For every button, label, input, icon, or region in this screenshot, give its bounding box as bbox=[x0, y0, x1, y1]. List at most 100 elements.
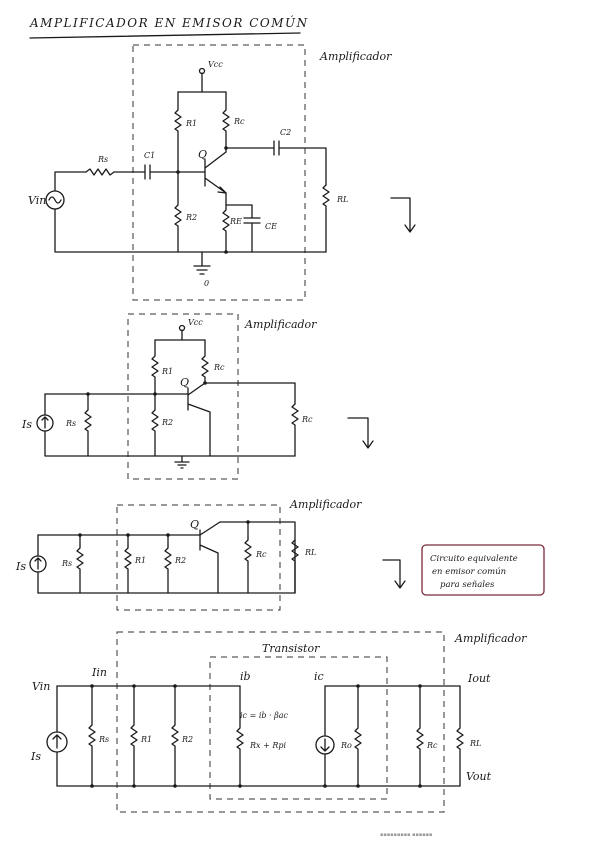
sine-icon bbox=[48, 196, 62, 204]
circuit-hybrid-model: Amplificador Transistor Vin Iin Is Rs R1… bbox=[30, 631, 527, 813]
c1-capacitor bbox=[144, 164, 151, 180]
ic-label: ic bbox=[314, 670, 324, 683]
equivalent-note-box bbox=[421, 544, 545, 596]
amplifier-label-4: Amplificador bbox=[454, 632, 527, 645]
ib-label: ib bbox=[240, 670, 251, 683]
down-arrow-icon-1 bbox=[390, 197, 416, 233]
ro-label: Ro bbox=[340, 741, 352, 750]
r2-resistor-2 bbox=[151, 393, 159, 457]
amplifier-box-3 bbox=[116, 504, 281, 611]
rs-label-1: Rs bbox=[97, 155, 108, 164]
iin-label: Iin bbox=[91, 666, 107, 679]
rl-resistor-1 bbox=[322, 184, 330, 253]
is-label-3: Is bbox=[15, 560, 26, 573]
ground-icon-2 bbox=[174, 455, 190, 469]
q-label-3: Q bbox=[190, 518, 199, 531]
rx-rpi-label: Rx + Rpi bbox=[249, 741, 286, 750]
up-arrow-icon-3 bbox=[34, 557, 42, 570]
down-arrow-icon-source bbox=[320, 738, 330, 752]
rs-resistor-2 bbox=[84, 393, 92, 457]
rs-label-2: Rs bbox=[65, 419, 76, 428]
r1-resistor bbox=[174, 91, 182, 171]
r1-resistor-4 bbox=[130, 685, 138, 787]
rl-label-1: RL bbox=[336, 195, 348, 204]
rl-resistor-3 bbox=[291, 539, 299, 594]
is-label-2: Is bbox=[21, 418, 32, 431]
ce-label: CE bbox=[265, 222, 277, 231]
vin-label-4: Vin bbox=[32, 680, 50, 693]
r1-resistor-3 bbox=[124, 534, 132, 594]
r2-label-1: R2 bbox=[185, 213, 197, 222]
c2-label: C2 bbox=[280, 128, 291, 137]
rc-resistor-4 bbox=[416, 685, 424, 787]
ro-resistor bbox=[354, 685, 362, 787]
is-label-4: Is bbox=[30, 750, 41, 763]
page-title: AMPLIFICADOR EN EMISOR COMÚN bbox=[29, 14, 309, 30]
c2-capacitor bbox=[273, 140, 280, 156]
rl-label-3: RL bbox=[304, 548, 316, 557]
amplifier-box-2 bbox=[127, 313, 239, 480]
rc-label-1: Rc bbox=[233, 117, 245, 126]
rs-resistor-4 bbox=[88, 685, 96, 787]
footer-mark: ▪▪▪▪▪▪▪▪▪ ▪▪▪▪▪▪ bbox=[380, 832, 432, 838]
ground-label: 0 bbox=[204, 279, 209, 288]
title-underline bbox=[29, 32, 301, 39]
rl-resistor-4 bbox=[456, 685, 464, 787]
amplifier-label-2: Amplificador bbox=[244, 318, 317, 331]
r1-resistor-2 bbox=[151, 339, 159, 395]
rl-label-4: RL bbox=[469, 739, 481, 748]
transistor-label: Transistor bbox=[262, 642, 320, 655]
note-line-3: para señales bbox=[440, 580, 495, 590]
r2-label-4: R2 bbox=[181, 735, 193, 744]
down-arrow-icon-2 bbox=[347, 417, 374, 449]
rc-resistor-3 bbox=[244, 521, 252, 594]
ground-icon-1 bbox=[193, 251, 211, 275]
iout-label: Iout bbox=[467, 672, 491, 685]
q-label-2: Q bbox=[180, 376, 189, 389]
r1-label-2: R1 bbox=[161, 367, 173, 376]
rc-label-4: Rc bbox=[426, 741, 438, 750]
r1-label-4: R1 bbox=[140, 735, 152, 744]
r1-label: R1 bbox=[185, 119, 197, 128]
r2-label-3: R2 bbox=[174, 556, 186, 565]
re-resistor bbox=[222, 204, 230, 253]
rc-resistor-2 bbox=[201, 339, 209, 384]
r2-label-2: R2 bbox=[161, 418, 173, 427]
amplifier-label-1: Amplificador bbox=[319, 50, 392, 63]
q-label-1: Q bbox=[198, 148, 207, 161]
ce-capacitor bbox=[243, 204, 261, 253]
vin-label-1: Vin bbox=[28, 194, 46, 207]
transistor-q-1 bbox=[204, 147, 227, 194]
rx-rpi-resistor bbox=[236, 685, 244, 787]
r2-resistor-4 bbox=[171, 685, 179, 787]
r2-resistor-1 bbox=[174, 171, 182, 253]
down-arrow-icon-3 bbox=[382, 559, 406, 589]
rs-resistor-3 bbox=[76, 534, 84, 594]
transistor-q-2 bbox=[187, 382, 211, 457]
vcc-label-1: Vcc bbox=[208, 60, 223, 69]
note-line-1: Circuito equivalente bbox=[430, 554, 518, 564]
transistor-box bbox=[209, 656, 388, 800]
rs-resistor-1 bbox=[85, 168, 146, 176]
amplifier-label-3: Amplificador bbox=[289, 498, 362, 511]
up-arrow-icon-2 bbox=[41, 416, 49, 429]
amplifier-box-4 bbox=[116, 631, 445, 813]
rc-label-2: Rc bbox=[213, 363, 225, 372]
circuit-ac-1: Amplificador Vcc R1 Rc Q Is Rs R2 Rc bbox=[21, 313, 374, 480]
r1-label-3: R1 bbox=[134, 556, 146, 565]
re-label: RE bbox=[229, 217, 242, 226]
c1-label: C1 bbox=[144, 151, 155, 160]
circuit-full-amplifier: Amplificador Vcc R1 Rc Rs C1 Vin R2 Q bbox=[28, 44, 416, 301]
rs-label-3: Rs bbox=[61, 559, 72, 568]
ic-equation: ic = ib · βac bbox=[240, 711, 289, 720]
rs-label-4: Rs bbox=[98, 735, 109, 744]
r2-resistor-3 bbox=[164, 534, 172, 594]
note-line-2: en emisor común bbox=[432, 566, 506, 577]
rc-resistor-1 bbox=[222, 91, 230, 149]
rc-label-3: Rc bbox=[255, 550, 267, 559]
vout-label: Vout bbox=[466, 770, 492, 783]
transistor-q-3 bbox=[199, 521, 221, 594]
up-arrow-icon-4 bbox=[52, 734, 62, 749]
circuit-ac-2: Amplificador Q Is Rs R1 R2 Rc RL Circuit… bbox=[15, 498, 545, 611]
